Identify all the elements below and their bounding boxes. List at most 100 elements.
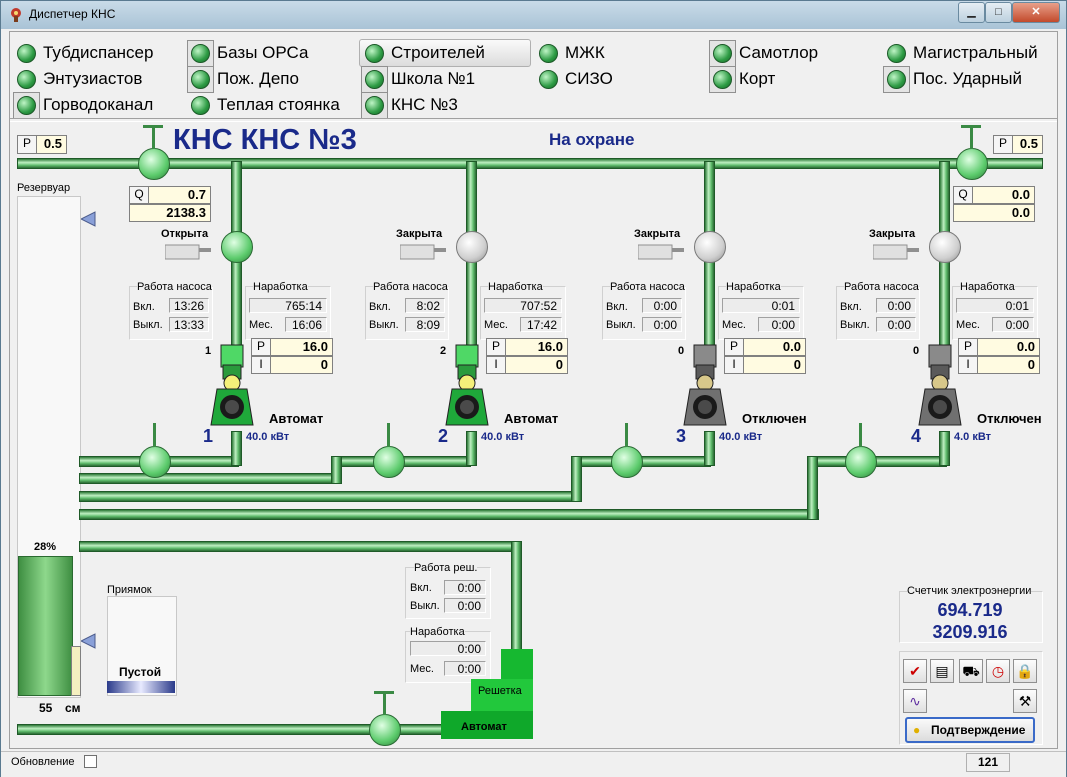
- chart-icon[interactable]: ∿: [903, 689, 927, 713]
- valve-actuator-icon: [873, 244, 919, 260]
- toolbar: [899, 651, 1043, 745]
- main-valve-right-icon[interactable]: [956, 148, 988, 180]
- status-lamp-icon: [713, 44, 732, 63]
- title-bar: Диспетчер КНС ▁ □ ✕: [1, 1, 1066, 29]
- maximize-button[interactable]: □: [985, 2, 1012, 23]
- security-status: На охране: [549, 130, 635, 149]
- pump-month: 17:42: [520, 317, 562, 332]
- window-title: Диспетчер КНС: [29, 7, 116, 21]
- pump-off-time: 8:09: [405, 317, 445, 332]
- reservoir-unit: см: [65, 701, 81, 715]
- bulb-icon: ●: [913, 723, 921, 737]
- pit-level-bar: [107, 681, 175, 693]
- pit-label: Приямок: [107, 584, 152, 596]
- pit-tank: [107, 596, 177, 696]
- valve-actuator-icon: [400, 244, 446, 260]
- status-lamp-icon: [191, 44, 210, 63]
- reservoir-level-fill: [18, 556, 73, 696]
- status-lamp-icon: [713, 70, 732, 89]
- status-lamp-icon: [365, 44, 384, 63]
- pump-outlet-valve-icon[interactable]: [845, 446, 877, 478]
- minimize-button[interactable]: ▁: [958, 2, 985, 23]
- pump-month: 16:06: [285, 317, 327, 332]
- level-marker-icon: [81, 633, 96, 649]
- pump-power: 4.0 кВт: [954, 431, 992, 443]
- pump-on-time: 0:00: [642, 298, 682, 313]
- valve-actuator-icon: [638, 244, 684, 260]
- pump-on-time: 8:02: [405, 298, 445, 313]
- valve-state: Закрыта: [396, 228, 443, 240]
- main-valve-left-icon[interactable]: [138, 148, 170, 180]
- energy-meter-value2: 3209.916: [932, 622, 1008, 642]
- pump-inlet-valve-icon[interactable]: [456, 231, 488, 263]
- status-lamp-icon: [539, 44, 558, 63]
- pump-power: 40.0 кВт: [481, 431, 525, 443]
- pump-active-icon[interactable]: [440, 341, 500, 429]
- drain-valve-icon[interactable]: [369, 714, 401, 746]
- refresh-checkbox[interactable]: [84, 755, 97, 768]
- pump-number: 3: [676, 426, 687, 446]
- pump-runtime: 0:01: [956, 298, 1034, 313]
- status-lamp-icon: [17, 96, 36, 115]
- pump-outlet-valve-icon[interactable]: [139, 446, 171, 478]
- pump-active-icon[interactable]: [205, 341, 265, 429]
- pump-inlet-valve-icon[interactable]: [694, 231, 726, 263]
- pump-on-time: 0:00: [876, 298, 916, 313]
- pump-outlet-valve-icon[interactable]: [611, 446, 643, 478]
- confirm-button[interactable]: ● Подтверждение: [905, 717, 1035, 743]
- status-bar: [1, 751, 1066, 777]
- energy-meter-value1: 694.719: [937, 600, 1003, 620]
- grate-label: Решетка: [478, 685, 522, 697]
- status-lamp-icon: [887, 44, 906, 63]
- clock-icon[interactable]: ◷: [986, 659, 1010, 683]
- main-pipe: [17, 158, 1043, 169]
- check-icon[interactable]: ✔: [903, 659, 927, 683]
- pump-off-icon[interactable]: [913, 341, 973, 429]
- app-icon: [11, 8, 21, 22]
- pump-inlet-valve-icon[interactable]: [929, 231, 961, 263]
- valve-actuator-icon: [165, 244, 211, 260]
- grate-on-time: 0:00: [444, 580, 486, 595]
- status-lamp-icon: [365, 70, 384, 89]
- energy-meter-title: Счетчик электроэнергии: [907, 585, 1032, 597]
- valve-state: Закрыта: [634, 228, 681, 240]
- status-lamp-icon: [365, 96, 384, 115]
- lock-icon[interactable]: 🔒: [1013, 659, 1037, 683]
- refresh-label: Обновление: [11, 756, 75, 768]
- printer-icon[interactable]: ▤: [930, 659, 954, 683]
- pump-number: 4: [911, 426, 922, 446]
- status-lamp-icon: [191, 96, 210, 115]
- reservoir-percent: 28%: [34, 541, 57, 553]
- flow-right-total: 0.0: [953, 204, 1035, 222]
- pump-power: 40.0 кВт: [719, 431, 763, 443]
- reservoir-gauge: [71, 646, 81, 696]
- pump-mode: Автомат: [504, 411, 559, 426]
- pump-mode: Автомат: [269, 411, 324, 426]
- divider: [10, 118, 1057, 122]
- pump-mode: Отключен: [742, 411, 807, 426]
- client-area: [9, 31, 1058, 749]
- pump-outlet-valve-icon[interactable]: [373, 446, 405, 478]
- tools-icon[interactable]: ⚒: [1013, 689, 1037, 713]
- valve-state: Закрыта: [869, 228, 916, 240]
- truck-icon[interactable]: ⛟: [959, 659, 983, 683]
- reservoir-label: Резервуар: [17, 182, 71, 194]
- pump-off-icon[interactable]: [678, 341, 738, 429]
- grate-mode: Автомат: [461, 721, 507, 733]
- pump-on-time: 13:26: [169, 298, 209, 313]
- pump-inlet-valve-icon[interactable]: [221, 231, 253, 263]
- close-button[interactable]: ✕: [1012, 2, 1060, 23]
- pump-runtime: 765:14: [249, 298, 327, 313]
- pump-index: 1: [205, 345, 212, 357]
- status-lamp-icon: [539, 70, 558, 89]
- pump-runtime: 0:01: [722, 298, 800, 313]
- status-lamp-icon: [887, 70, 906, 89]
